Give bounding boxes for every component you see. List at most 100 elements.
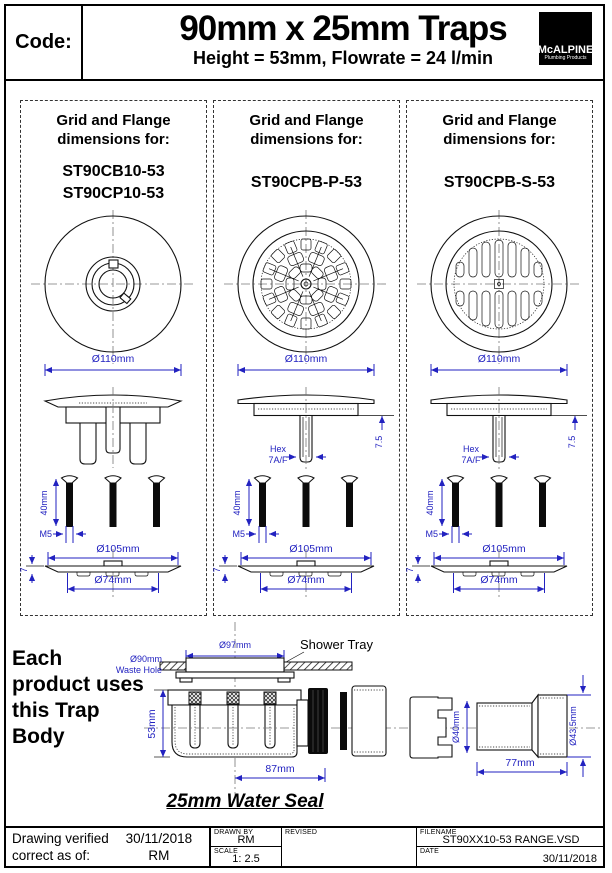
model-numbers: ST90CB10-53 ST90CP10-53 (21, 159, 206, 207)
page-title: 90mm x 25mm Traps (179, 9, 507, 48)
dim-thread: M5 (232, 529, 245, 539)
dim-outlet-od: Ø43.5mm (568, 706, 578, 746)
dim-screw-length: 40mm (39, 490, 49, 515)
brand-logo-name: McALPINE (537, 44, 594, 56)
waste-hole-label-1: Ø90mm (130, 654, 162, 664)
dim-stem-depth: 7.5 (374, 436, 384, 449)
top-view-plain-cover (31, 210, 195, 364)
dim-grid-od: Ø110mm (285, 353, 328, 365)
dim-hex-line2: 7A/F (268, 455, 288, 465)
intro-line: Body (12, 725, 65, 748)
side-view-stem-flange: 7.5 Hex 7A/F (237, 387, 394, 470)
dim-hex-line1: Hex (463, 444, 480, 454)
shower-tray-label: Shower Tray (300, 637, 373, 652)
panel-st90cpb-p: Grid and Flange dimensions for: ST90CPB-… (212, 100, 400, 616)
panel-st90cpb-s: Grid and Flange dimensions for: ST90CPB-… (405, 100, 593, 616)
dim-flange-edge: 7 (19, 567, 29, 572)
model-number: ST90CPB-S-53 (443, 174, 556, 191)
model-numbers: ST90CPB-P-53 (214, 159, 399, 207)
dim-hex-line2: 7A/F (461, 455, 481, 465)
flange-underside-dimensions: Ø105mm 7 Ø74mm (212, 543, 375, 598)
panel-heading-line1: Grid and Flange (56, 112, 171, 129)
flange-underside-dimensions: Ø105mm 7 Ø74mm (405, 543, 568, 598)
flange-underside-dimensions: Ø105mm 7 Ø74mm (19, 543, 182, 598)
dim-flange-id: Ø74mm (480, 574, 518, 586)
model-numbers: ST90CPB-S-53 (407, 159, 592, 207)
drawn-by-cell: DRAWN BY RM (209, 828, 281, 847)
grid-od-dimension: Ø110mm (237, 353, 375, 376)
grid-od-dimension: Ø110mm (430, 353, 568, 376)
dim-thread: M5 (39, 529, 52, 539)
dim-flange-od: Ø105mm (482, 543, 525, 555)
verified-date: 30/11/2018 (125, 831, 193, 846)
panel-heading: Grid and Flange dimensions for: (407, 111, 592, 149)
panel-heading-line1: Grid and Flange (442, 112, 557, 129)
screw-dimensions: 40mm M5 (39, 479, 86, 543)
waste-hole-label-2: Waste Hole (116, 665, 162, 675)
dim-grid-od: Ø110mm (92, 353, 135, 365)
panel-heading: Grid and Flange dimensions for: (21, 111, 206, 149)
outlet-assembly: Ø40mm Ø43.5mm (296, 675, 591, 777)
dim-outlet-id: Ø40mm (451, 711, 461, 743)
filename-cell: FILENAME ST90XX10-53 RANGE.VSD (416, 828, 605, 847)
scale-label: SCALE (214, 848, 238, 855)
date-value: 30/11/2018 (542, 853, 597, 865)
revised-cell: REVISED (281, 828, 416, 866)
code-label: Code: (6, 6, 83, 79)
title-block: Code: 90mm x 25mm Traps Height = 53mm, F… (4, 4, 605, 81)
brand-logo: McALPINE Plumbing Products (537, 12, 594, 65)
trap-body-intro: Each product uses this Trap Body (12, 646, 162, 750)
trap-body-drawing: Ø97mm Shower Tray Ø90mm Waste Hole (116, 622, 600, 796)
fixing-screws (446, 475, 552, 527)
scale-cell: SCALE 1: 2.5 (209, 847, 281, 866)
panel-heading-line2: dimensions for: (443, 131, 556, 148)
side-view-clip-flange (43, 387, 183, 468)
dim-top-od: Ø97mm (219, 640, 251, 650)
title-strip: Drawing verified correct as of: 30/11/20… (4, 826, 605, 868)
page-subtitle: Height = 53mm, Flowrate = 24 l/min (192, 48, 494, 68)
water-seal-note: 25mm Water Seal (166, 791, 324, 812)
dim-screw-length: 40mm (425, 490, 435, 515)
fixing-screws (253, 475, 359, 527)
model-number: ST90CPB-P-53 (250, 174, 363, 191)
dim-hex-line1: Hex (270, 444, 287, 454)
date-label: DATE (420, 848, 439, 855)
title-area: 90mm x 25mm Traps Height = 53mm, Flowrat… (83, 6, 603, 79)
brand-logo-tagline: Plumbing Products (544, 55, 587, 61)
verified-value: 30/11/2018 RM (109, 830, 209, 864)
trap-dimensions: 53mm 87mm 77mm (146, 689, 568, 782)
drawn-by-value: RM (237, 834, 255, 846)
dim-flange-id: Ø74mm (94, 574, 132, 586)
dim-flange-od: Ø105mm (289, 543, 332, 555)
verified-by: RM (148, 848, 170, 863)
dim-thread: M5 (425, 529, 438, 539)
dim-flange-id: Ø74mm (287, 574, 325, 586)
panel-heading: Grid and Flange dimensions for: (214, 111, 399, 149)
dim-grid-od: Ø110mm (478, 353, 521, 365)
intro-line: Each (12, 647, 63, 670)
verified-label-line2: correct as of: (12, 848, 91, 863)
model-number: ST90CP10-53 (62, 185, 165, 202)
dim-flange-edge: 7 (405, 567, 415, 572)
fixing-screws (60, 475, 166, 527)
panel-heading-line2: dimensions for: (57, 131, 170, 148)
revised-label: REVISED (285, 829, 318, 836)
screw-dimensions: 40mm M5 (425, 479, 472, 543)
grid-flange-drawing-2: Ø110mm 7.5 Hex 7A/F (212, 210, 394, 598)
screw-dimensions: 40mm M5 (232, 479, 279, 543)
dim-flange-od: Ø105mm (96, 543, 139, 555)
filename-value: ST90XX10-53 RANGE.VSD (442, 834, 580, 846)
date-cell: DATE 30/11/2018 (416, 847, 605, 866)
dim-outlet-length: 77mm (505, 757, 534, 769)
grid-od-dimension: Ø110mm (44, 353, 182, 376)
grid-flange-drawing-3: Ø110mm 7.5 Hex 7A/F (405, 210, 587, 598)
verified-cell: Drawing verified correct as of: 30/11/20… (6, 828, 209, 866)
top-view-radial-grid (224, 210, 388, 364)
grid-flange-drawing-1: Ø110mm (19, 210, 195, 598)
intro-line: product uses (12, 673, 144, 696)
verified-label-line1: Drawing verified (12, 831, 109, 846)
waste-flange-and-tray: Ø97mm Shower Tray Ø90mm Waste Hole (116, 622, 373, 796)
dim-stem-depth: 7.5 (567, 436, 577, 449)
model-number: ST90CB10-53 (62, 163, 165, 180)
